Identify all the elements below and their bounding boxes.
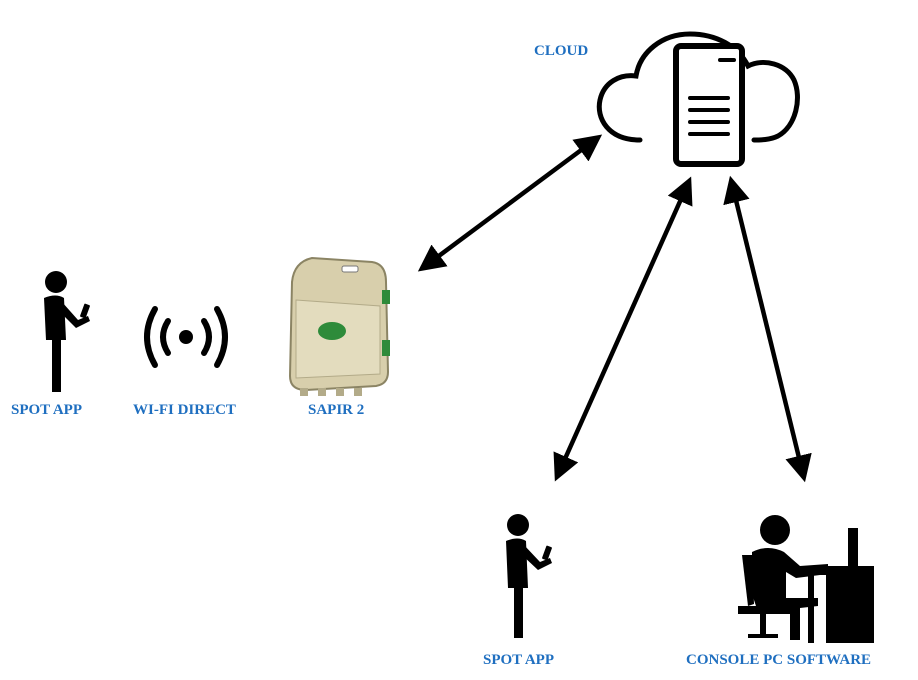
spot-app-left-label: SPOT APP (11, 402, 82, 418)
person-phone-icon (44, 271, 90, 392)
controller-box-icon (288, 256, 390, 396)
sapir-label: SAPIR 2 (308, 402, 364, 418)
console-label: CONSOLE PC SOFTWARE (686, 652, 871, 668)
arrow-cloud-spot-app (553, 176, 693, 482)
spot-app-bottom-label: SPOT APP (483, 652, 554, 668)
arrow-cloud-sapir (417, 134, 603, 272)
cloud-label: CLOUD (534, 43, 588, 59)
person-at-desk-icon (738, 515, 874, 643)
wifi-signal-icon (144, 306, 228, 368)
arrow-cloud-console (723, 175, 812, 483)
wifi-direct-label: WI-FI DIRECT (133, 402, 236, 418)
cloud-server-icon (596, 31, 800, 167)
person-phone-icon (506, 514, 552, 638)
